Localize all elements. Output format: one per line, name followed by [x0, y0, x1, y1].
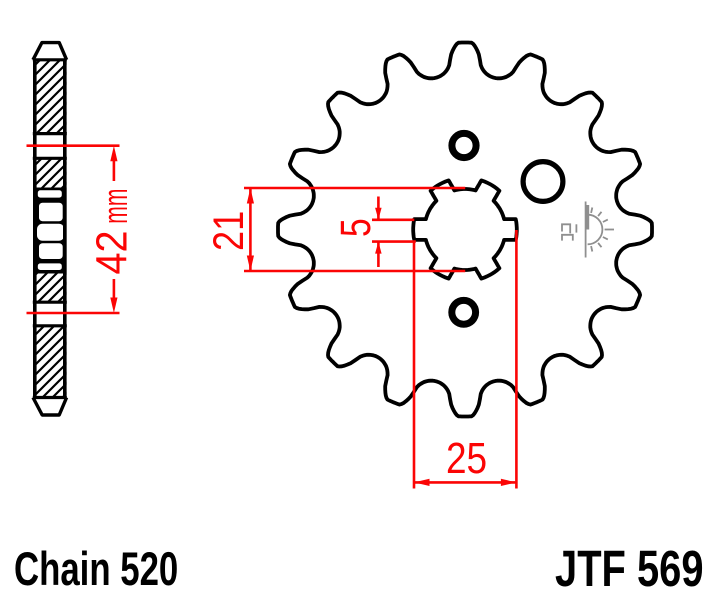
svg-text:25: 25: [446, 433, 487, 483]
svg-text:5: 5: [332, 218, 380, 237]
svg-text:21: 21: [205, 211, 253, 251]
svg-text:Chain 520: Chain 520: [14, 543, 178, 595]
svg-text:JTF 569: JTF 569: [555, 540, 703, 597]
svg-text:42: 42: [87, 230, 136, 274]
svg-text:mm: mm: [96, 189, 134, 224]
